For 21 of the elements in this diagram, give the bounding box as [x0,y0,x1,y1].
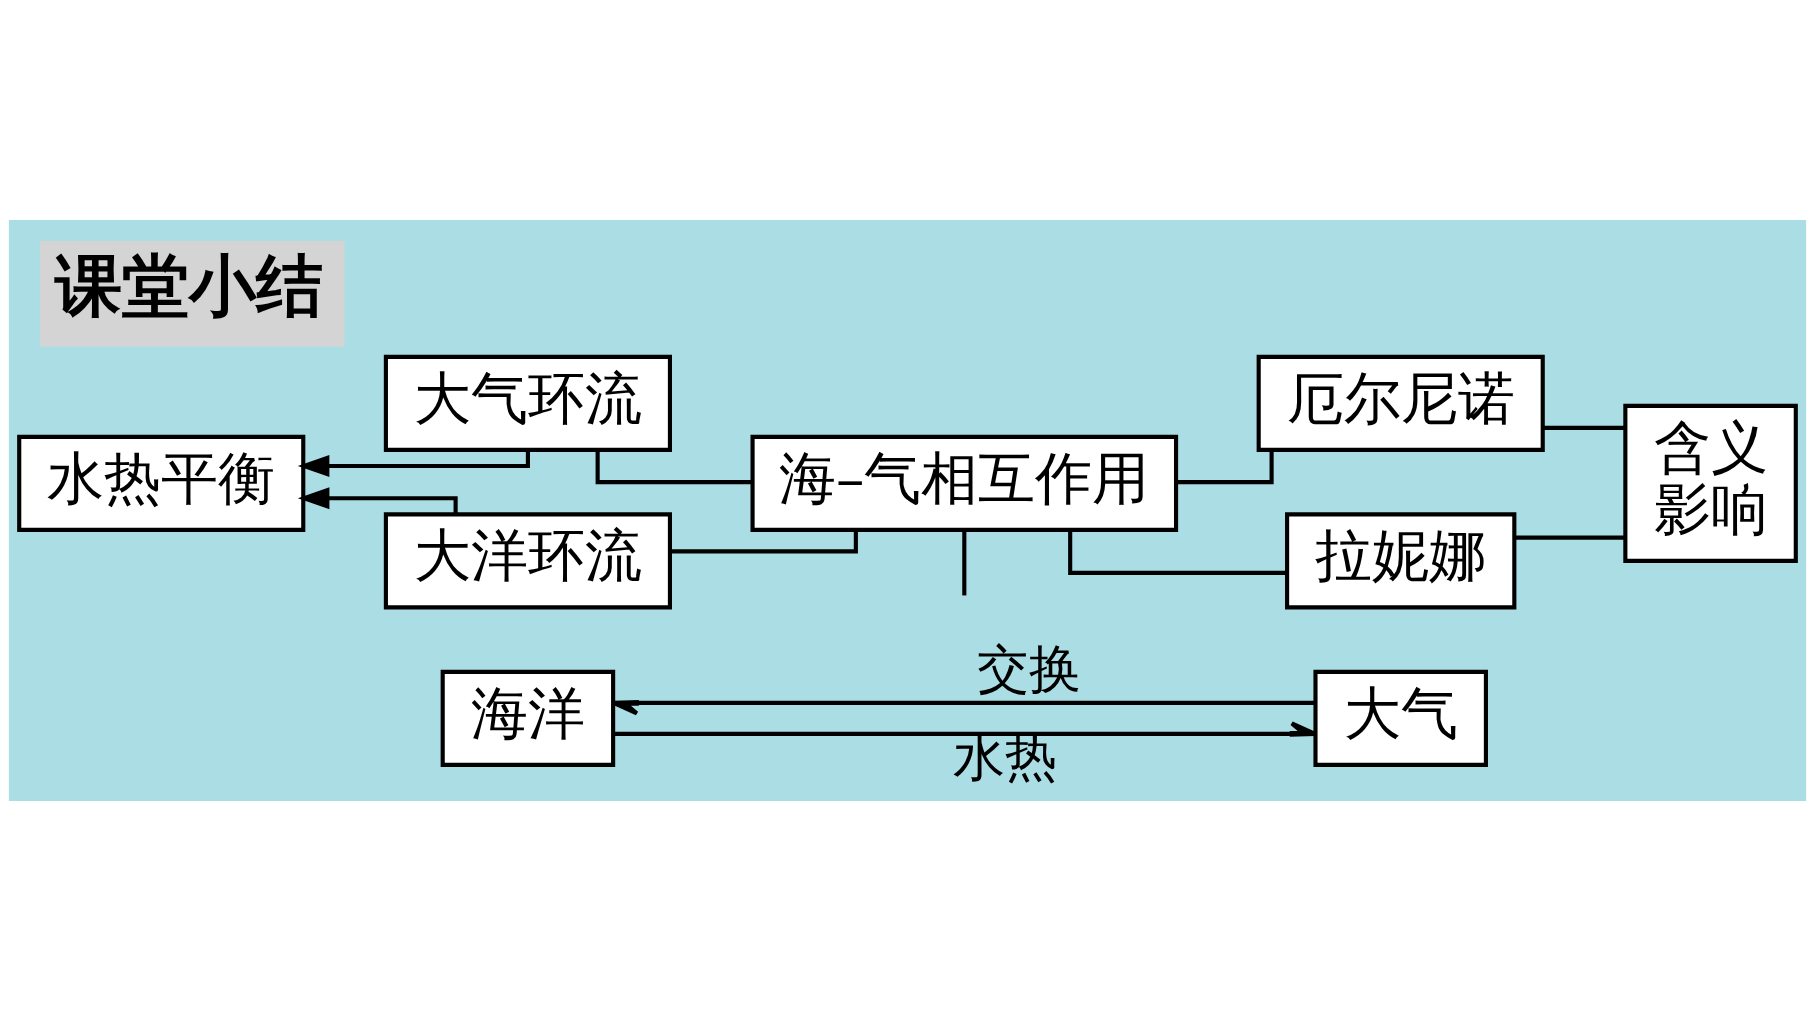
node-box: 海洋 [440,669,616,767]
connector [1068,529,1287,575]
node-box: 大气环流 [383,354,672,452]
node-box: 大洋环流 [383,511,672,609]
connector [1543,425,1626,430]
edge-label: 水热 [953,726,1058,787]
node-box: 含义 影响 [1623,403,1798,563]
node-box: 海–气相互作用 [750,434,1179,532]
diagram-title: 课堂小结 [55,245,324,325]
connector [1176,449,1274,484]
node-box: 水热平衡 [17,434,306,532]
connector [595,449,753,484]
connector [1514,535,1626,540]
arrow [297,486,458,514]
connector [962,529,967,595]
node-box: 拉妮娜 [1285,511,1517,609]
connector [670,529,858,553]
arrow [297,449,530,477]
node-box: 厄尔尼诺 [1256,354,1545,452]
node-box: 大气 [1313,669,1488,767]
edge-label: 交换 [977,638,1082,699]
